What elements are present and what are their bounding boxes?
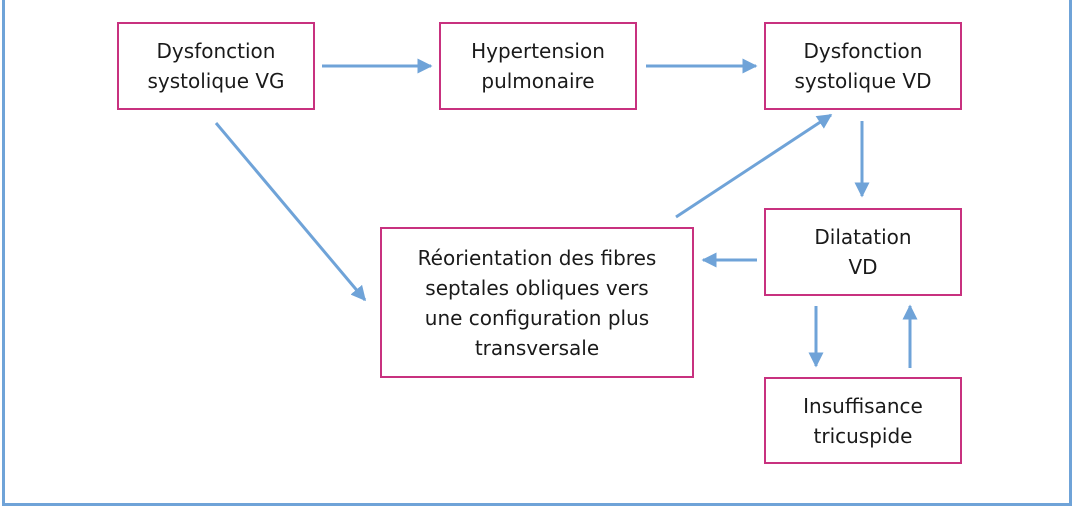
diagram-frame — [2, 0, 1072, 506]
node-label-line: Réorientation des fibres — [417, 245, 657, 270]
node-label-line: une configuration plus — [424, 305, 650, 330]
arrow-vg-to-reo — [214, 122, 367, 302]
node-label-line: tricuspide — [813, 423, 913, 448]
node-label-line: Dilatation — [814, 225, 912, 249]
node-reorientation-fibres-septales: Réorientation des fibres septales obliqu… — [380, 227, 694, 378]
node-dilatation-vd: Dilatation VD — [764, 208, 962, 296]
node-label-line: Dysfonction — [156, 39, 276, 63]
node-label-line: Insuffisance — [803, 393, 923, 418]
node-dysfonction-systolique-vg: Dysfonction systolique VG — [117, 22, 315, 110]
node-hypertension-pulmonaire: Hypertension pulmonaire — [439, 22, 637, 110]
node-label-line: pulmonaire — [481, 69, 595, 93]
node-label-line: VD — [848, 255, 878, 279]
node-label-line: septales obliques vers — [425, 275, 649, 300]
node-label-line: Dysfonction — [803, 39, 923, 63]
node-label-line: systolique VD — [794, 69, 932, 93]
arrow-reo-to-vd — [675, 113, 833, 219]
node-dysfonction-systolique-vd: Dysfonction systolique VD — [764, 22, 962, 110]
node-label-line: Hypertension — [471, 39, 605, 63]
node-label-line: systolique VG — [147, 69, 285, 93]
node-label-line: transversale — [474, 335, 600, 360]
node-insuffisance-tricuspide: Insuffisance tricuspide — [764, 377, 962, 464]
